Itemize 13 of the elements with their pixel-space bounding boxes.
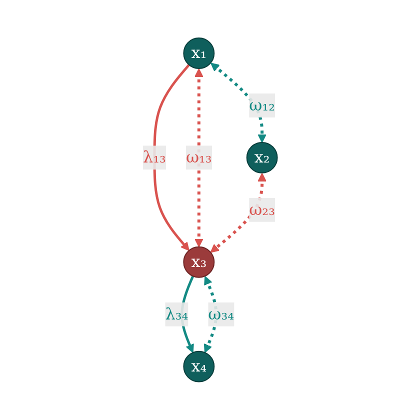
edge-label: λ₁₃ xyxy=(142,148,166,167)
edge-label: ω₃₄ xyxy=(208,304,234,324)
node-circle: x₁ xyxy=(183,38,214,70)
node-circle: x₄ xyxy=(183,350,214,382)
edge-label: ω₁₂ xyxy=(248,96,275,115)
edge-label: ω₁₃ xyxy=(186,148,212,167)
node-circle: x₃ xyxy=(183,246,214,278)
arrow xyxy=(153,64,190,252)
edge-label: ω₂₃ xyxy=(248,200,275,219)
arrow xyxy=(180,276,194,354)
edge-label: λ₃₄ xyxy=(165,304,188,324)
arrow xyxy=(194,68,204,248)
node-circle: x₂ xyxy=(246,142,278,174)
